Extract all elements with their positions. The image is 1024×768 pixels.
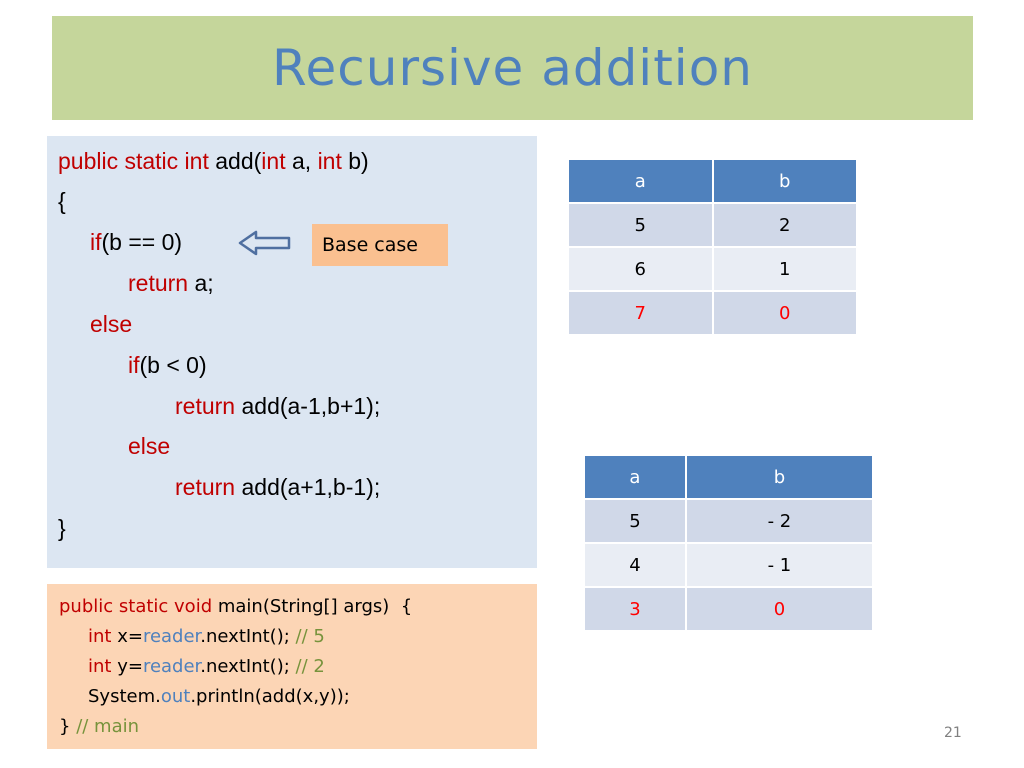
page-number: 21 — [944, 725, 962, 741]
column-header-b: b — [685, 456, 872, 499]
code-line-9: return add(a+1,b-1); — [175, 474, 380, 501]
code-keyword: int — [317, 148, 342, 174]
code-text: add(a-1,b+1); — [235, 393, 381, 419]
code-keyword: public static int — [58, 148, 209, 174]
main-line-4: System.out.println(add(x,y)); — [88, 686, 350, 707]
main-line-2: int x=reader.nextInt(); // 5 — [88, 626, 325, 647]
code-keyword: return — [175, 474, 236, 500]
code-text: (b < 0) — [139, 352, 207, 378]
code-keyword: if — [90, 229, 102, 255]
code-line-10: } — [58, 515, 66, 541]
code-keyword: else — [128, 433, 171, 459]
code-field: reader — [142, 656, 201, 677]
code-text: add( — [208, 148, 262, 174]
code-comment: // 2 — [295, 656, 325, 677]
code-line-8: else — [128, 433, 170, 460]
table-cell: 5 — [569, 202, 714, 247]
code-text: a; — [188, 270, 214, 296]
table-cell: - 2 — [685, 498, 872, 543]
table-header-row: a b — [585, 456, 872, 499]
code-line-5: else — [90, 311, 132, 338]
code-line-3: if(b == 0) — [90, 229, 182, 256]
table-row: 4 - 1 — [585, 542, 872, 587]
code-keyword: int — [88, 626, 112, 647]
code-keyword: return — [128, 270, 189, 296]
code-text: .println(add(x,y)); — [190, 686, 350, 707]
table-cell-result: 0 — [685, 586, 872, 630]
code-text: main(String[] args) { — [212, 596, 413, 617]
code-text: a, — [285, 148, 318, 174]
table-cell: 2 — [712, 202, 856, 247]
table-row: 5 - 2 — [585, 498, 872, 543]
table-cell: 4 — [585, 542, 687, 587]
code-comment: // main — [76, 716, 140, 737]
table-cell: - 1 — [685, 542, 872, 587]
table-row: 3 0 — [585, 586, 872, 630]
code-comment: // 5 — [295, 626, 325, 647]
main-line-5: } // main — [59, 716, 139, 737]
code-line-6: if(b < 0) — [128, 352, 207, 379]
table-cell: 6 — [569, 246, 714, 291]
code-text: x= — [111, 626, 143, 647]
table-cell: 5 — [585, 498, 687, 543]
table-cell-result: 0 — [712, 290, 856, 334]
left-arrow-icon — [238, 230, 291, 256]
trace-table-negative: a b 5 - 2 4 - 1 3 0 — [585, 456, 872, 630]
recursive-function-code: public static int add(int a, int b) { if… — [47, 136, 537, 568]
table-header-row: a b — [569, 160, 856, 203]
column-header-a: a — [585, 456, 687, 499]
code-text: (b == 0) — [101, 229, 183, 255]
code-line-1: public static int add(int a, int b) — [58, 148, 369, 175]
code-keyword: int — [88, 656, 112, 677]
table-cell-result: 3 — [585, 586, 687, 630]
table-row: 5 2 — [569, 202, 856, 247]
code-keyword: public static void — [59, 596, 213, 617]
main-method-code: public static void main(String[] args) {… — [47, 584, 537, 749]
code-line-2: { — [58, 188, 66, 214]
column-header-a: a — [569, 160, 714, 203]
code-text: System. — [88, 686, 161, 707]
table-row: 7 0 — [569, 290, 856, 334]
code-text: .nextInt(); — [200, 656, 296, 677]
callout-label: Base case — [322, 234, 418, 256]
slide-title: Recursive addition — [272, 39, 753, 97]
column-header-b: b — [712, 160, 856, 203]
code-field: out — [160, 686, 191, 707]
code-keyword: else — [90, 311, 133, 337]
table-row: 6 1 — [569, 246, 856, 291]
code-line-7: return add(a-1,b+1); — [175, 393, 380, 420]
table-cell: 1 — [712, 246, 856, 291]
code-keyword: if — [128, 352, 140, 378]
code-text: y= — [111, 656, 143, 677]
code-keyword: int — [261, 148, 286, 174]
base-case-callout: Base case — [312, 224, 448, 266]
main-line-1: public static void main(String[] args) { — [59, 596, 412, 617]
code-text: add(a+1,b-1); — [235, 474, 381, 500]
code-line-4: return a; — [128, 270, 214, 297]
code-text: b) — [341, 148, 369, 174]
code-text: } — [59, 716, 77, 737]
main-line-3: int y=reader.nextInt(); // 2 — [88, 656, 325, 677]
code-keyword: return — [175, 393, 236, 419]
table-cell-result: 7 — [569, 290, 714, 334]
trace-table-positive: a b 5 2 6 1 7 0 — [569, 160, 856, 334]
code-field: reader — [142, 626, 201, 647]
code-text: .nextInt(); — [200, 626, 296, 647]
title-bar: Recursive addition — [52, 16, 973, 120]
